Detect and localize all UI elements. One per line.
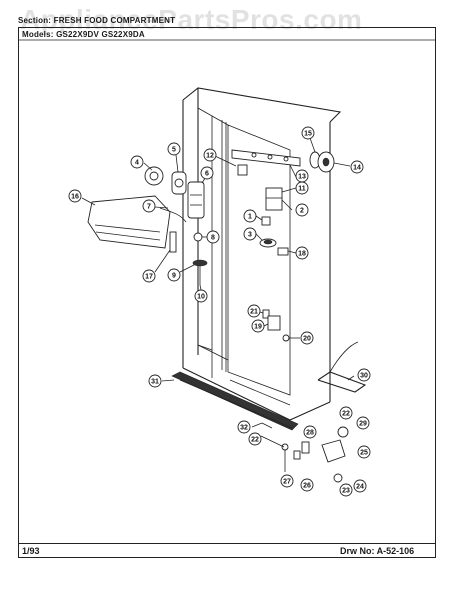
callout-label: 14 <box>353 165 361 172</box>
callout-label: 32 <box>240 425 248 432</box>
callout-label: 7 <box>147 204 151 211</box>
callout-9: 9 <box>167 268 181 282</box>
callout-7: 7 <box>142 199 156 213</box>
callout-label: 21 <box>250 309 258 316</box>
callout-13: 13 <box>295 169 309 183</box>
bottom-grille <box>171 371 299 431</box>
models-value: GS22X9DV GS22X9DA <box>56 30 145 39</box>
light-parts-right <box>259 216 289 256</box>
callout-label: 25 <box>360 450 368 457</box>
door-switch-parts <box>262 309 290 342</box>
callout-label: 6 <box>205 171 209 178</box>
callout-24: 24 <box>353 479 367 493</box>
leader-lines <box>81 137 355 448</box>
callout-8: 8 <box>206 230 220 244</box>
section-value: FRESH FOOD COMPARTMENT <box>53 16 176 25</box>
callout-label: 9 <box>172 273 176 280</box>
callout-label: 27 <box>283 479 291 486</box>
models-label: Models: <box>22 30 54 39</box>
callout-21: 21 <box>247 304 261 318</box>
section-header: Section: FRESH FOOD COMPARTMENT <box>18 16 175 25</box>
callout-19: 19 <box>251 319 265 333</box>
callout-12: 12 <box>203 148 217 162</box>
callout-32: 32 <box>237 420 251 434</box>
callout-label: 15 <box>304 131 312 138</box>
callout-label: 22 <box>251 437 259 444</box>
callout-11: 11 <box>295 181 309 195</box>
light-socket-parts <box>169 231 208 285</box>
section-label: Section: <box>18 16 52 25</box>
capillary-tube <box>159 207 187 223</box>
callout-22a: 22 <box>339 406 353 420</box>
callout-3: 3 <box>243 227 257 241</box>
revision-date: 1/93 <box>22 546 40 556</box>
callout-29: 29 <box>356 416 370 430</box>
callout-18: 18 <box>295 246 309 260</box>
callout-25: 25 <box>357 445 371 459</box>
callout-label: 30 <box>360 373 368 380</box>
callout-27: 27 <box>280 474 294 488</box>
control-housing <box>87 195 171 249</box>
damper-assembly <box>187 181 205 219</box>
cabinet-liner <box>182 87 342 421</box>
callout-15: 15 <box>301 126 315 140</box>
callout-6: 6 <box>200 166 214 180</box>
thermostat-parts <box>144 166 187 195</box>
callout-label: 10 <box>197 294 205 301</box>
callout-label: 16 <box>71 194 79 201</box>
callout-label: 4 <box>135 160 139 167</box>
callout-label: 23 <box>342 488 350 495</box>
callout-20: 20 <box>300 331 314 345</box>
callout-31: 31 <box>148 374 162 388</box>
upper-rear-components <box>231 149 301 211</box>
fan-parts <box>309 151 335 173</box>
callout-2: 2 <box>295 203 309 217</box>
callout-label: 29 <box>359 421 367 428</box>
callouts: 1 2 3 4 5 6 7 8 9 10 11 12 13 14 15 16 1… <box>68 126 371 497</box>
callout-label: 12 <box>206 153 214 160</box>
callout-label: 5 <box>172 147 176 154</box>
callout-23: 23 <box>339 483 353 497</box>
callout-17: 17 <box>142 269 156 283</box>
callout-label: 13 <box>298 174 306 181</box>
callout-label: 18 <box>298 251 306 258</box>
lower-hinge-parts <box>261 422 349 483</box>
diagram-frame <box>18 27 436 558</box>
callout-label: 31 <box>151 379 159 386</box>
models-header: Models: GS22X9DV GS22X9DA <box>22 30 145 39</box>
callout-28: 28 <box>303 425 317 439</box>
callout-label: 1 <box>248 214 252 221</box>
callout-label: 3 <box>248 232 252 239</box>
callout-label: 28 <box>306 430 314 437</box>
callout-30: 30 <box>357 368 371 382</box>
callout-label: 11 <box>298 186 306 193</box>
callout-label: 24 <box>356 484 364 491</box>
callout-5: 5 <box>167 142 181 156</box>
callout-label: 20 <box>303 336 311 343</box>
callout-label: 8 <box>211 235 215 242</box>
callout-22b: 22 <box>248 432 262 446</box>
callout-14: 14 <box>350 160 364 174</box>
callout-4: 4 <box>130 155 144 169</box>
callout-label: 17 <box>145 274 153 281</box>
support-rail <box>317 341 367 393</box>
callout-26: 26 <box>300 478 314 492</box>
callout-label: 22 <box>342 411 350 418</box>
callout-1: 1 <box>243 209 257 223</box>
callout-16: 16 <box>68 189 82 203</box>
watermark: AppliancePartsPros.com <box>20 4 363 35</box>
drawing-number: Drw No: A-52-106 <box>340 546 415 556</box>
footer-rule <box>18 543 436 544</box>
callout-label: 26 <box>303 483 311 490</box>
callout-label: 2 <box>300 208 304 215</box>
callout-10: 10 <box>194 289 208 303</box>
callout-label: 19 <box>254 324 262 331</box>
